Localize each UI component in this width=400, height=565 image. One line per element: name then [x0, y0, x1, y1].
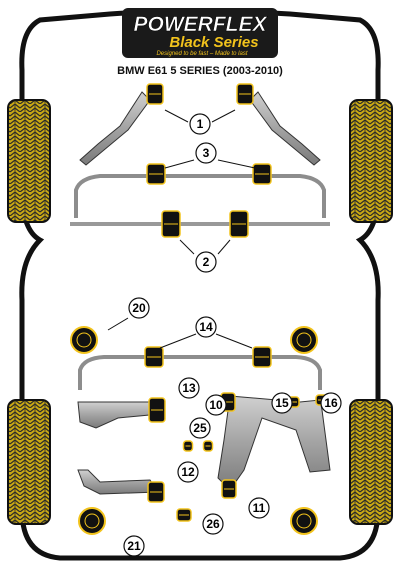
- disc-21-left-inner: [84, 513, 100, 529]
- disc-21-right-inner: [296, 513, 312, 529]
- bush-rear-lower-arm: [147, 481, 165, 503]
- callout-circle: [189, 113, 211, 135]
- tyre-rear-right: [349, 399, 393, 525]
- callout-label: 13: [182, 381, 196, 395]
- front-anti-roll-bar: [74, 174, 326, 218]
- bush-rear-arb-left: [144, 346, 164, 368]
- callout-label: 16: [324, 396, 338, 410]
- callout-2: 2: [195, 251, 217, 273]
- callout-13: 13: [178, 377, 200, 399]
- callout-circle: [248, 497, 270, 519]
- callout-circle: [195, 142, 217, 164]
- bush-25-b: [202, 440, 214, 452]
- callout-3: 3: [195, 142, 217, 164]
- bush-front-lower-right: [229, 210, 249, 238]
- callout-circle: [177, 461, 199, 483]
- callout-label: 3: [203, 146, 210, 160]
- callout-circle: [195, 316, 217, 338]
- bush-front-arb-right: [252, 163, 272, 185]
- callout-12: 12: [177, 461, 199, 483]
- callout-label: 26: [206, 517, 220, 531]
- front-arm-left: [79, 91, 151, 166]
- callout-label: 12: [181, 465, 195, 479]
- bush-26: [176, 508, 192, 522]
- callout-label: 14: [199, 320, 213, 334]
- callout-circle: [202, 513, 224, 535]
- bush-front-arb-left: [146, 163, 166, 185]
- bush-front-arm-right: [236, 83, 254, 105]
- bush-rear-upper-arm: [148, 397, 166, 423]
- callout-14: 14: [195, 316, 217, 338]
- callout-label: 2: [203, 255, 210, 269]
- bush-rear-arb-right: [252, 346, 272, 368]
- bush-group: [70, 83, 329, 535]
- callout-1: 1: [189, 113, 211, 135]
- disc-21-left: [78, 507, 106, 535]
- logo-tagline: Designed to be fast – Made to last: [156, 51, 247, 57]
- callout-15: 15: [271, 392, 293, 414]
- car-body-outline: [19, 8, 381, 561]
- callout-label: 10: [209, 398, 223, 412]
- callout-label: 25: [193, 421, 207, 435]
- callout-label: 20: [132, 301, 146, 315]
- callout-circle: [320, 392, 342, 414]
- disc-20-right-inner: [296, 332, 312, 348]
- callout-label: 11: [253, 501, 266, 515]
- callout-circle: [271, 392, 293, 414]
- callout-25: 25: [189, 417, 211, 439]
- callout-label: 1: [197, 117, 204, 131]
- tyre-rear-left: [7, 399, 51, 525]
- rear-anti-roll-bar: [78, 355, 322, 390]
- bush-25-a: [182, 440, 194, 452]
- callout-circle: [128, 297, 150, 319]
- callout-16: 16: [320, 392, 342, 414]
- tyre-front-right: [349, 99, 393, 223]
- tyre-front-left: [7, 99, 51, 223]
- callout-10: 10: [205, 394, 227, 416]
- callout-label: 21: [127, 539, 141, 553]
- callout-20: 20: [128, 297, 150, 319]
- disc-21-right: [290, 507, 318, 535]
- callout-21: 21: [123, 535, 145, 557]
- disc-20-right: [290, 326, 318, 354]
- callout-26: 26: [202, 513, 224, 535]
- bush-wishbone-rear: [221, 479, 237, 499]
- callout-circle: [123, 535, 145, 557]
- callout-circle: [178, 377, 200, 399]
- bush-front-lower-left: [161, 210, 181, 238]
- front-arm-right: [249, 91, 321, 166]
- logo-series: Black Series: [169, 34, 258, 51]
- callout-11: 11: [248, 497, 270, 519]
- powerflex-logo: POWERFLEX Black Series Designed to be fa…: [122, 8, 278, 58]
- leader-lines: [107, 109, 256, 349]
- vehicle-model-title: BMW E61 5 SERIES (2003-2010): [117, 65, 283, 77]
- callout-circle: [189, 417, 211, 439]
- bush-front-arm-left: [146, 83, 164, 105]
- callout-label: 15: [275, 396, 289, 410]
- callout-circle: [205, 394, 227, 416]
- callout-circle: [195, 251, 217, 273]
- logo-brand: POWERFLEX: [133, 13, 268, 36]
- disc-20-left-inner: [76, 332, 92, 348]
- disc-20-left: [70, 326, 98, 354]
